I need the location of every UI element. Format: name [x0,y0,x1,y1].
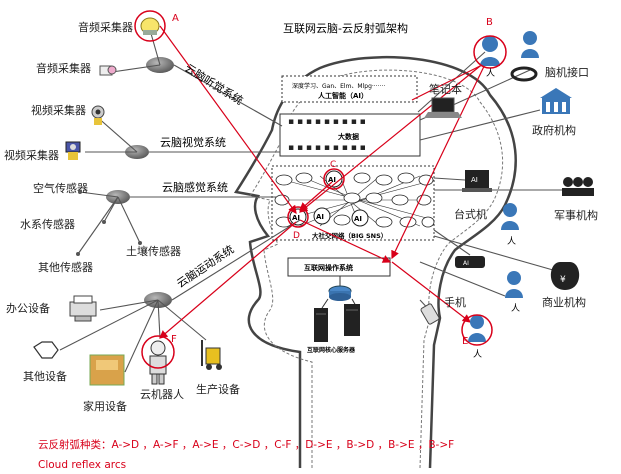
appliance-icon [89,354,125,386]
money-bag-icon: ¥ [550,262,580,290]
node-gov: 政府机构 [532,123,576,137]
svg-text:AI: AI [463,260,469,267]
big-data-dots: ▪ ▪ ▪ ▪ ▪ ▪ ▪ ▪ ▪ ▪ ▪ ▪ ▪ ▪ ▪ ▪ ▪ ▪ [288,117,366,153]
microphone-icon-a [140,17,160,35]
reflex-arcs [159,25,493,339]
marker-e-ring [461,314,493,346]
webcam-icon [91,105,105,125]
marker-b: B [486,17,493,28]
person-e-label: 人 [473,349,482,360]
person-icon [521,31,539,58]
marker-a-ring [134,10,166,42]
svg-text:AI: AI [292,214,300,222]
desktop-icon: AI [462,170,492,192]
printer-icon [69,295,97,322]
ai-node-d: AI [289,208,307,226]
node-phone: 手机 [444,295,466,309]
sensor-node-other [76,252,80,256]
system-motor-label: 云脑运动系统 [174,243,236,291]
phone-icon [420,303,440,325]
device-other: 其他设备 [23,369,67,383]
marker-d-ring [287,206,309,228]
os-label: 互联网操作系统 [304,263,353,272]
sns-network-nodes [274,172,435,228]
big-data-box [279,113,421,157]
big-data-label: 大数据 [338,132,359,141]
node-bci: 脑机接口 [545,65,589,79]
os-box [287,257,391,277]
person-vr-label: 人 [511,303,520,314]
ai-title-label: 人工智能（AI） [318,91,368,100]
system-vision-label: 云脑视觉系统 [160,135,226,149]
node-military: 军事机构 [554,208,598,222]
connection-lines [59,29,575,373]
marker-f-ring [141,335,175,369]
servers-label: 互联网核心服务器 [307,346,356,354]
head-silhouette [233,55,517,469]
node-business: 商业机构 [542,295,586,309]
system-sensory-label: 云脑感觉系统 [162,181,228,194]
footer-english: Cloud reflex arcs [38,459,126,471]
military-icon [562,177,594,196]
node-desktop: 台式机 [454,207,487,221]
ai-tech-label: 深度学习、Gan、Elm、Mlpg······· [292,82,385,90]
government-icon [540,88,572,114]
marker-b-ring [473,35,507,69]
device-video-1: 视频采集器 [31,103,86,117]
hexagon-icon [33,341,59,359]
forklift-icon [201,340,222,370]
microphone-icon [99,65,117,76]
device-home: 家用设备 [83,399,127,413]
ai-node-1: AI [313,207,331,225]
marker-c-ring [323,168,345,190]
sensor-node-soil [138,241,142,245]
head-inner-outline [249,69,504,469]
ai-node-2: AI [351,209,369,227]
svg-text:AI: AI [354,215,362,223]
sns-label: 大社交网络（BIG SNS） [312,231,387,240]
server-icon [314,304,360,342]
svg-text:▪ ▪ ▪ ▪ ▪ ▪ ▪ ▪ ▪: ▪ ▪ ▪ ▪ ▪ ▪ ▪ ▪ ▪ [288,143,366,153]
camera-icon [65,141,81,160]
device-robot: 云机器人 [140,387,184,401]
person-icon-desktop [501,203,519,230]
bci-headset-icon [510,66,538,82]
robot-icon [149,340,167,385]
laptop-icon [424,97,462,118]
person-icon-e [468,315,486,342]
marker-c: C [330,160,336,170]
sensor-soil: 土壤传感器 [126,244,181,258]
vr-glasses-icon: AI [455,256,485,268]
svg-text:¥: ¥ [560,275,566,285]
device-office: 办公设备 [6,301,50,315]
person-icon-b [480,36,500,66]
node-laptop: 笔记本 [429,82,462,96]
svg-text:AI: AI [328,176,336,184]
sensor-node-water [102,220,106,224]
device-video-2: 视频采集器 [4,148,59,162]
person-desktop-label: 人 [507,236,516,247]
device-audio-2: 音频采集器 [36,61,91,75]
svg-text:AI: AI [471,176,478,184]
footer-reflex-kinds: 云反射弧种类：A->D ，A->F ，A->E ，C->D ，C-F ，D->E… [38,438,454,451]
svg-text:AI: AI [316,213,324,221]
diagram-title: 互联网云脑-云反射弧架构 [283,21,408,35]
sensor-node-air [78,190,82,194]
marker-a: A [172,13,179,24]
router-icon [328,285,352,301]
marker-e: E [462,336,468,347]
svg-text:▪ ▪ ▪ ▪ ▪ ▪ ▪ ▪ ▪: ▪ ▪ ▪ ▪ ▪ ▪ ▪ ▪ ▪ [288,117,366,127]
device-production: 生产设备 [196,382,240,396]
person-b-label: 人 [486,68,495,79]
marker-f: F [171,334,177,345]
marker-d: D [293,231,300,241]
person-icon-vr [505,271,523,298]
sensor-air: 空气传感器 [33,181,88,195]
router-to-servers [321,298,329,309]
device-audio-1: 音频采集器 [78,20,133,34]
ai-box [281,75,418,103]
sensor-other: 其他传感器 [38,261,93,274]
sensor-water: 水系传感器 [20,218,75,231]
